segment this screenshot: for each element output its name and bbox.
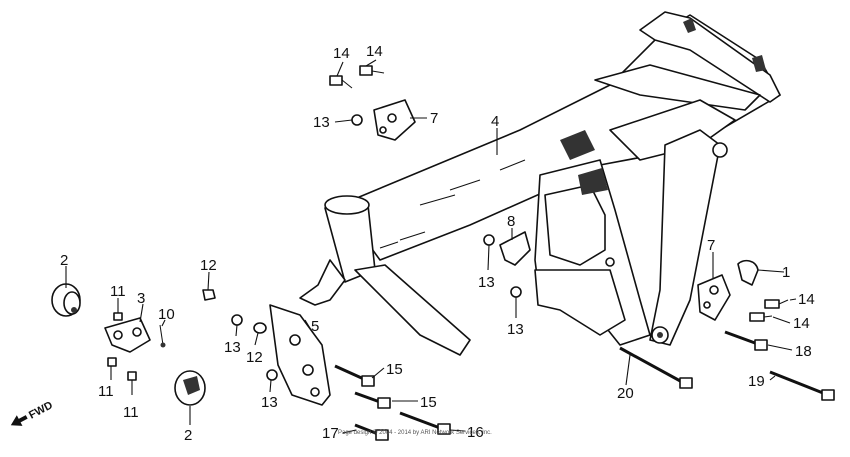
callout-10: 10 bbox=[158, 306, 175, 323]
callout-7-upper: 7 bbox=[430, 110, 438, 127]
callout-17: 17 bbox=[322, 425, 339, 442]
part-16-bolt[interactable] bbox=[399, 411, 451, 435]
part-5-hanger-plate[interactable] bbox=[269, 304, 331, 406]
leader-lines bbox=[65, 59, 797, 434]
part-1-clip[interactable] bbox=[737, 259, 759, 286]
part-8-bracket[interactable] bbox=[499, 231, 531, 266]
part-14-bolt-right-lower[interactable] bbox=[749, 312, 773, 322]
svg-text:FWD: FWD bbox=[27, 399, 55, 421]
callout-13-d: 13 bbox=[478, 274, 495, 291]
part-3-bracket[interactable] bbox=[104, 317, 151, 353]
part-11-nut-left[interactable] bbox=[107, 357, 117, 367]
part-18-bolt[interactable] bbox=[724, 330, 768, 351]
part-7-plate-lower[interactable] bbox=[697, 274, 731, 321]
part-13-nut-a[interactable] bbox=[231, 314, 243, 326]
callout-20: 20 bbox=[617, 385, 634, 402]
part-14-bolt-upper-right[interactable] bbox=[359, 65, 385, 76]
part-15-bolt-upper[interactable] bbox=[334, 364, 375, 387]
part-11-nut-right[interactable] bbox=[127, 371, 137, 381]
callout-2-lower: 2 bbox=[184, 427, 192, 444]
callout-5: 5 bbox=[311, 318, 319, 335]
callout-4: 4 bbox=[491, 113, 499, 130]
callout-14-right-upper: 14 bbox=[798, 291, 815, 308]
callout-14-right-lower: 14 bbox=[793, 315, 810, 332]
callout-15-lower: 15 bbox=[420, 394, 437, 411]
part-13-nut-b[interactable] bbox=[266, 369, 278, 381]
callout-13-e: 13 bbox=[507, 321, 524, 338]
callout-11-left: 11 bbox=[98, 383, 114, 400]
part-12-washer-lower[interactable] bbox=[253, 322, 267, 334]
callout-13-c: 13 bbox=[313, 114, 330, 131]
callout-18: 18 bbox=[795, 343, 812, 360]
callout-2-upper: 2 bbox=[60, 252, 68, 269]
part-13-nut-d[interactable] bbox=[483, 234, 495, 246]
callout-labels: 1 2 2 3 4 5 7 7 8 10 11 11 11 12 12 13 1… bbox=[60, 43, 815, 444]
callout-3: 3 bbox=[137, 290, 145, 307]
callout-15-upper: 15 bbox=[386, 361, 403, 378]
copyright-text: Page design © 2004 - 2014 by ARI Network… bbox=[338, 429, 492, 436]
part-10-bolt[interactable] bbox=[159, 324, 166, 348]
part-20-bolt[interactable] bbox=[619, 346, 693, 389]
callout-19: 19 bbox=[748, 373, 765, 390]
callout-1: 1 bbox=[782, 264, 790, 281]
callout-12-lower: 12 bbox=[246, 349, 263, 366]
part-13-nut-e[interactable] bbox=[510, 286, 522, 298]
fwd-arrow-icon: FWD bbox=[10, 399, 55, 426]
callout-11-right: 11 bbox=[123, 404, 139, 421]
part-2-mount-lower[interactable] bbox=[174, 370, 206, 406]
part-15-bolt-lower[interactable] bbox=[354, 391, 391, 409]
part-12-nut-upper[interactable] bbox=[202, 289, 216, 301]
part-2-grommet-upper[interactable] bbox=[51, 283, 81, 317]
callout-13-a: 13 bbox=[224, 339, 241, 356]
main-frame-part[interactable] bbox=[299, 11, 781, 356]
callout-13-b: 13 bbox=[261, 394, 278, 411]
callout-14-upper-right: 14 bbox=[366, 43, 383, 60]
part-17-bolt[interactable] bbox=[354, 423, 389, 441]
callout-7-lower: 7 bbox=[707, 237, 715, 254]
callout-12-upper: 12 bbox=[200, 257, 217, 274]
callout-11-top: 11 bbox=[110, 283, 126, 300]
callout-14-upper-left: 14 bbox=[333, 45, 350, 62]
part-11-nut-top[interactable] bbox=[113, 312, 123, 321]
callout-16: 16 bbox=[467, 424, 484, 441]
part-13-nut-c[interactable] bbox=[351, 114, 363, 126]
part-19-bolt[interactable] bbox=[769, 370, 835, 401]
part-14-bolt-right-upper[interactable] bbox=[764, 299, 789, 309]
part-14-bolt-upper-left[interactable] bbox=[329, 75, 353, 89]
callout-8: 8 bbox=[507, 213, 515, 230]
part-7-plate-upper[interactable] bbox=[373, 99, 416, 141]
